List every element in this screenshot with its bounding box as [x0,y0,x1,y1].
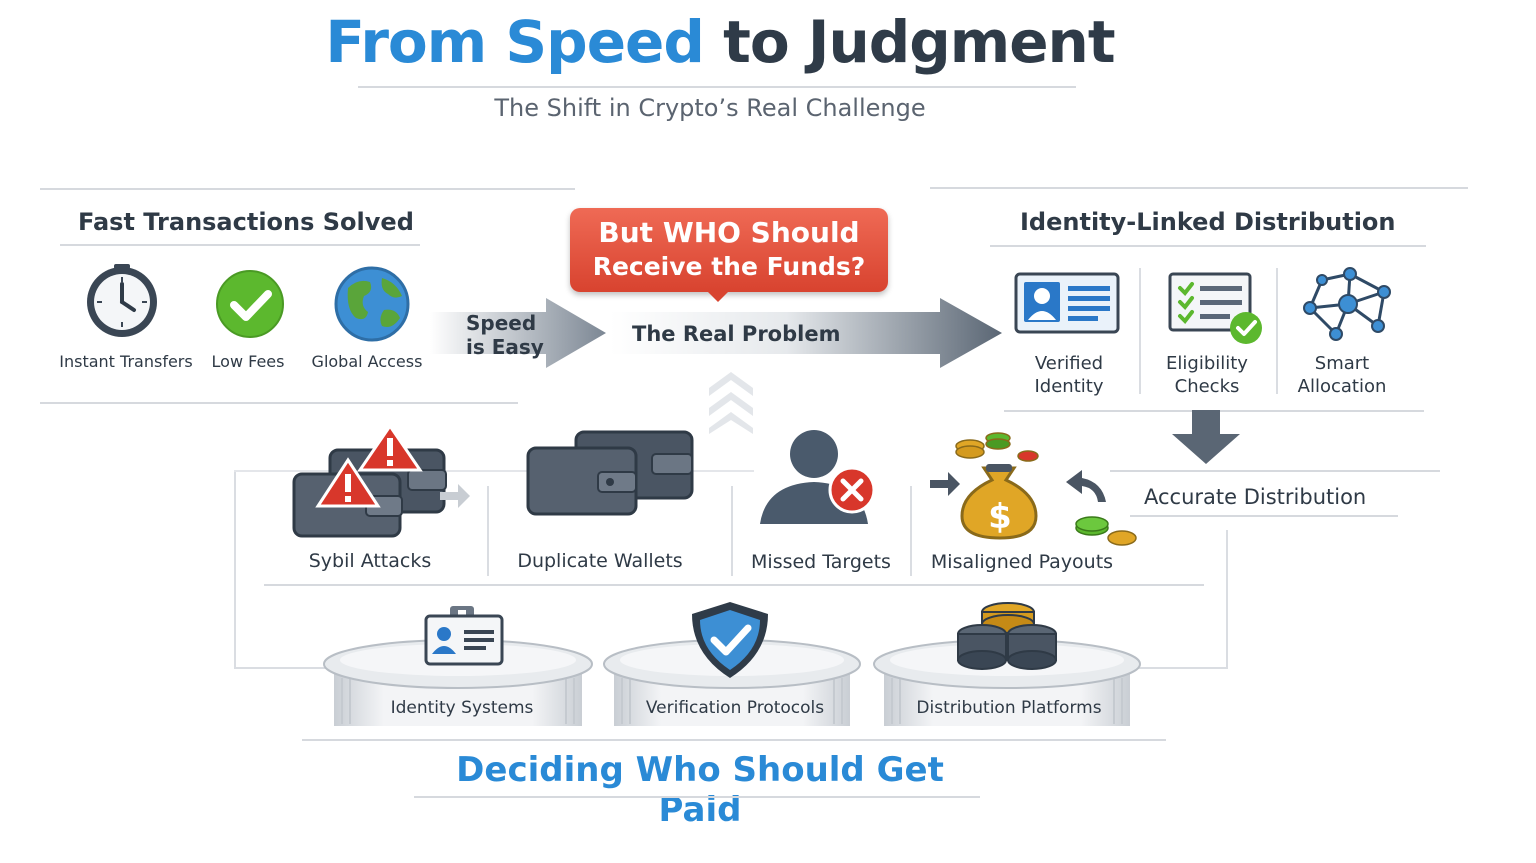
title-divider [358,86,1076,88]
checklist-icon [1168,272,1262,344]
missed-targets-label: Missed Targets [751,551,891,573]
shield-check-icon [692,602,768,678]
duplicate-wallets-label: Duplicate Wallets [517,550,683,572]
instant-transfers-label: Instant Transfers [59,352,193,371]
problem-separator-1 [487,486,489,576]
sybil-attacks-label: Sybil Attacks [308,550,432,572]
problem-separator-3 [910,486,912,576]
identity-systems-label: Identity Systems [390,698,534,718]
speed-arrow [430,298,606,368]
frame-bottom-right-line [1130,667,1228,669]
checkmark-icon [216,270,284,338]
low-fees-label: Low Fees [211,352,285,371]
verification-protocols-pillar [603,639,861,726]
clock-icon [87,264,157,337]
up-chevrons-icon [709,372,753,434]
network-icon [1303,267,1391,341]
warning-wallets-icon [292,424,470,538]
real-problem-arrow [610,298,1002,368]
real-problem-label: The Real Problem [632,322,841,346]
pillars-bottom-rule [302,739,1166,741]
problems-bottom-rule [264,584,1204,586]
page-subtitle: The Shift in Crypto’s Real Challenge [494,94,926,122]
footer-underline [414,796,980,798]
page-title: From Speed to Judgment [325,8,1115,76]
distribution-platforms-label: Distribution Platforms [916,698,1102,718]
accurate-distribution-label: Accurate Distribution [1144,485,1367,509]
id-badge-icon [424,606,504,666]
frame-right-line [1226,530,1228,668]
left-section-title: Fast Transactions Solved [78,208,414,236]
misaligned-payouts-label: Misaligned Payouts [930,551,1114,573]
left-section-top-rule [40,188,575,190]
who-should-receive-callout: But WHO Should Receive the Funds? [570,208,888,292]
problem-separator-2 [731,486,733,576]
user-x-icon [760,430,876,524]
right-separator-2 [1276,268,1278,394]
right-section-top-rule [930,187,1468,189]
accurate-distribution-rule-bottom [1130,515,1398,517]
frame-bottom-left-line [234,667,328,669]
verification-protocols-label: Verification Protocols [645,698,825,718]
accurate-distribution-rule-top [1110,470,1440,472]
right-section-title-rule [990,245,1426,247]
wallets-icon [526,430,694,516]
money-bag-icon: $ [930,432,1137,546]
callout-pointer [706,290,730,302]
down-arrow-icon [1172,410,1240,464]
speed-is-easy-label: Speed is Easy [466,311,544,359]
left-section-title-rule [60,244,420,246]
global-access-label: Global Access [311,352,423,371]
coin-stack-icon [957,602,1057,670]
svg-text:$: $ [988,497,1012,537]
footer-title: Deciding Who Should Get Paid [456,750,944,830]
right-separator-1 [1139,268,1141,394]
frame-left-line [234,470,236,668]
id-card-icon [1014,272,1120,334]
globe-icon [334,266,410,342]
frame-top-line [234,470,754,472]
right-section-title: Identity-Linked Distribution [1020,208,1396,236]
left-section-bottom-rule [40,402,518,404]
